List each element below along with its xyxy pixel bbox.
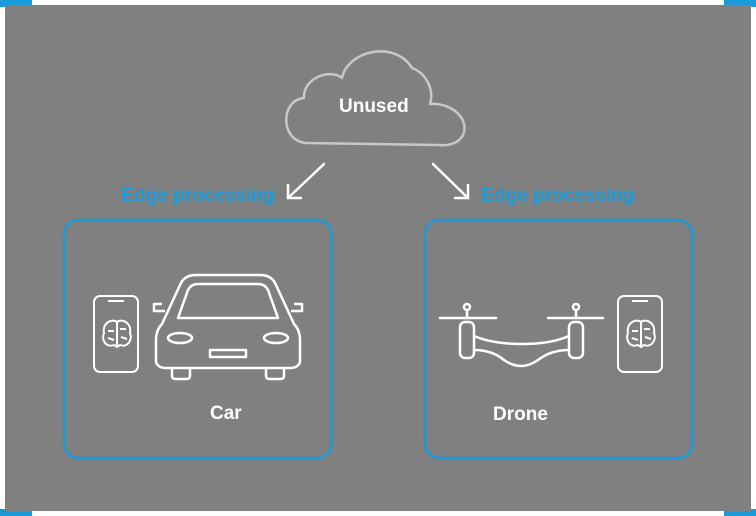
car-label: Car [210,403,242,424]
arrow-icon [286,162,326,200]
corner-accent [0,509,32,516]
smartphone-brain-icon [93,295,139,373]
cloud-icon [285,50,466,147]
edge-processing-label-left: Edge processing [121,185,275,206]
arrow-icon [431,162,470,200]
drone-icon [438,302,605,368]
smartphone-brain-icon [617,295,663,373]
edge-processing-label-right: Edge processing [481,185,635,206]
diagram-background [5,5,751,511]
drone-label: Drone [493,404,548,425]
drone-box [423,218,694,460]
corner-accent [724,509,756,516]
corner-accent [724,0,756,7]
cloud-label: Unused [339,96,409,117]
car-box [62,218,333,460]
corner-accent [0,0,32,7]
car-icon [152,273,304,381]
